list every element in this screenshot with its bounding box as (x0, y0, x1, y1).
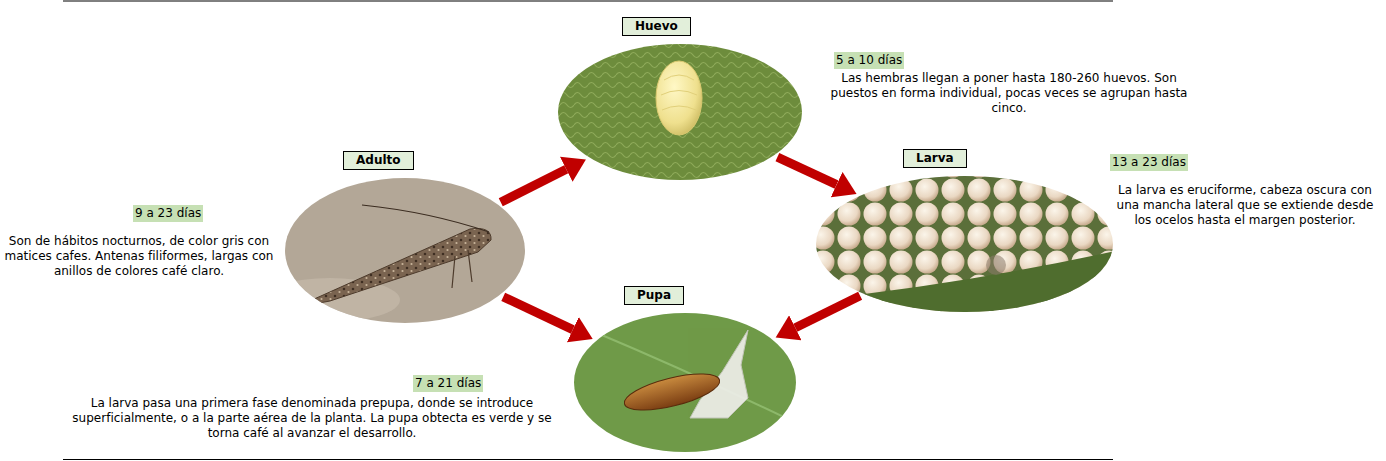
description-text: La larva es eruciforme, cabeza oscura co… (1108, 183, 1382, 228)
pupa-photo (570, 310, 800, 455)
stage-node: Pupa (574, 313, 796, 452)
cycle-arrow (501, 169, 567, 202)
leaf-ground (550, 40, 810, 190)
rule-line (63, 1, 1113, 2)
stage-heading: Pupa (624, 286, 684, 305)
leaf-vein (590, 330, 790, 420)
moth-photo (260, 175, 530, 325)
stage-heading: Huevo (622, 17, 691, 36)
stage-node: Larva (816, 176, 1113, 312)
egg-ridges (661, 75, 697, 110)
rule-line (63, 459, 1113, 460)
stage-heading: Adulto (343, 151, 414, 170)
cycle-arrow (777, 157, 836, 184)
cycle-arrow (503, 297, 573, 330)
description-text: La larva pasa una primera fase denominad… (62, 396, 562, 441)
dark-egg (986, 255, 1006, 275)
stage-node: Huevo (558, 44, 802, 180)
duration-label: 7 a 21 días (413, 375, 483, 392)
moth-leg (452, 250, 472, 288)
pupa-shape (621, 367, 723, 418)
moth-body (312, 228, 491, 302)
leaf-ground (570, 310, 800, 455)
stage-node: Adulto (285, 178, 525, 323)
duration-label: 13 a 23 días (1110, 154, 1188, 171)
description-text: Las hembras llegan a poner hasta 180-260… (826, 71, 1192, 116)
cycle-arrow (795, 296, 860, 328)
egg-photo (550, 40, 810, 190)
leaf-edge (810, 250, 1120, 320)
duration-label: 9 a 23 días (133, 205, 203, 222)
moth-antenna (362, 205, 489, 232)
egg-shape (656, 61, 702, 135)
stone-ground (280, 175, 530, 325)
duration-label: 5 a 10 días (834, 52, 904, 69)
description-text: Son de hábitos nocturnos, de color gris … (4, 234, 274, 279)
stage-heading: Larva (903, 149, 967, 168)
